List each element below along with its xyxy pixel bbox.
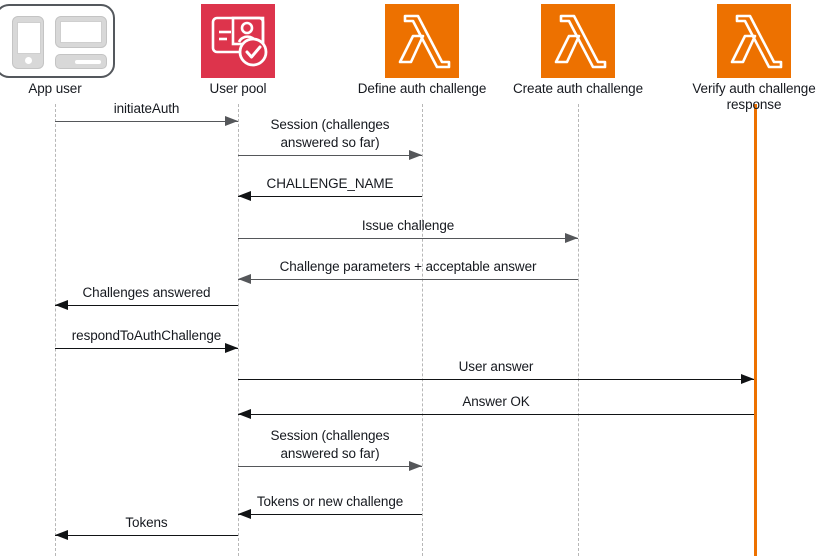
message-line-challenge-parameters [238, 279, 578, 280]
message-line-session-challenges-answered-2 [238, 466, 422, 467]
message-label-challenge-name: CHALLENGE_NAME [266, 176, 394, 191]
lambda-icon [385, 4, 459, 78]
message-label-tokens-or-new-challenge: Tokens or new challenge [256, 494, 404, 509]
message-line-challenges-answered [55, 305, 238, 306]
participant-label-define-auth-challenge: Define auth challenge [357, 81, 487, 96]
participant-create-auth-challenge[interactable]: Create auth challenge [503, 4, 653, 97]
message-line-tokens-or-new-challenge [238, 514, 422, 515]
participant-user-pool[interactable]: User pool [163, 4, 313, 97]
message-line-session-challenges-answered-1 [238, 155, 422, 156]
participant-label-create-auth-challenge: Create auth challenge [513, 81, 643, 96]
lifeline-app-user [55, 104, 56, 556]
arrowhead-right-icon [565, 233, 578, 243]
arrowhead-right-icon [225, 116, 238, 126]
lifeline-user-pool [238, 104, 239, 556]
message-label-issue-challenge: Issue challenge [361, 218, 455, 233]
arrowhead-left-icon [55, 300, 68, 310]
participant-label-verify-auth-challenge-response: Verify auth challenge response [692, 81, 816, 112]
participant-verify-auth-challenge-response[interactable]: Verify auth challenge response [679, 4, 829, 113]
lifeline-define-auth-challenge [422, 104, 423, 556]
message-line-initiate-auth [55, 121, 238, 122]
lambda-icon [541, 4, 615, 78]
lifeline-create-auth-challenge [578, 104, 579, 556]
arrowhead-right-icon [225, 343, 238, 353]
message-line-challenge-name [238, 196, 422, 197]
arrowhead-right-icon [409, 461, 422, 471]
message-label-challenges-answered: Challenges answered [82, 285, 211, 300]
arrowhead-right-icon [409, 150, 422, 160]
cognito-user-pool-icon [201, 4, 275, 78]
message-line-answer-ok [238, 414, 754, 415]
message-label-respond-to-auth-challenge: respondToAuthChallenge [71, 328, 222, 343]
user-device-graphic [0, 4, 115, 78]
message-line-tokens [55, 535, 238, 536]
message-line-user-answer [238, 379, 754, 380]
monitor-icon [55, 16, 107, 48]
message-label-tokens: Tokens [125, 515, 168, 530]
arrowhead-left-icon [238, 274, 251, 284]
arrowhead-left-icon [238, 409, 251, 419]
lambda-icon [717, 4, 791, 78]
participant-define-auth-challenge[interactable]: Define auth challenge [347, 4, 497, 97]
arrowhead-right-icon [741, 374, 754, 384]
lifeline-verify-auth-challenge-response [754, 104, 757, 556]
user-device-icon [0, 4, 115, 78]
message-label-user-answer: User answer [458, 359, 534, 374]
arrowhead-left-icon [238, 191, 251, 201]
message-label-challenge-parameters: Challenge parameters + acceptable answer [279, 259, 537, 274]
message-label-session-challenges-answered-1: Session (challenges answered so far) [270, 117, 390, 150]
message-label-answer-ok: Answer OK [462, 394, 530, 409]
message-label-session-challenges-answered-2: Session (challenges answered so far) [270, 428, 390, 461]
message-line-respond-to-auth-challenge [55, 348, 238, 349]
participant-app-user[interactable]: App user [0, 4, 118, 97]
keyboard-icon [55, 54, 107, 69]
arrowhead-left-icon [55, 530, 68, 540]
arrowhead-left-icon [238, 509, 251, 519]
message-line-issue-challenge [238, 238, 578, 239]
participant-label-app-user: App user [28, 81, 82, 96]
participant-label-user-pool: User pool [209, 81, 267, 96]
message-label-initiate-auth: initiateAuth [113, 101, 180, 116]
phone-icon [12, 16, 44, 69]
